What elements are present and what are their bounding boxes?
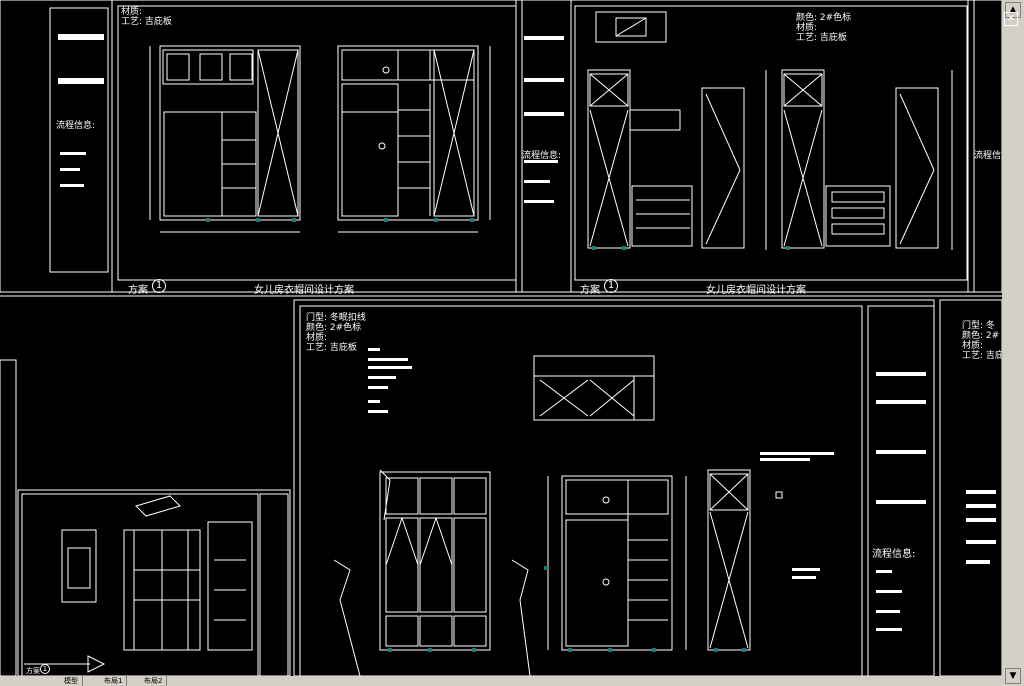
drawing-frame-bottom-mid — [299, 305, 863, 677]
top-left-flow-label: 流程信息: — [56, 121, 96, 131]
top-left-craft-label: 工艺: 吉庇板 — [121, 17, 172, 27]
top-mid-flow-label: 流程信息: — [522, 151, 562, 161]
bottom-mid-color-label: 颜色: 2#色标 — [306, 323, 362, 333]
sheet-border-top-far-left — [0, 0, 113, 293]
tab-layout-2[interactable]: 布局2 — [140, 676, 168, 686]
top-left-material-label: 材质: — [121, 7, 143, 17]
close-icon[interactable]: ✕ — [1004, 12, 1018, 26]
top-left-scheme-number: 1 — [152, 279, 166, 293]
top-right-flow-label: 流程信息: — [974, 151, 1014, 161]
tab-layout-1[interactable]: 布局1 — [100, 676, 128, 686]
top-right-scheme-number: 1 — [604, 279, 618, 293]
bottom-mid-material-label: 材质: — [306, 333, 328, 343]
scroll-down-arrow-icon[interactable]: ▼ — [1005, 668, 1021, 684]
bottom-left-scheme-label: 方案 — [26, 667, 40, 675]
sheet-info-column-bottom-mid — [867, 305, 935, 677]
bottom-right-craft-label: 工艺: 吉庇 — [962, 351, 1004, 361]
bottom-mid-flow-label: 流程信息: — [872, 549, 916, 560]
vertical-scrollbar[interactable]: ▲ ▼ — [1002, 0, 1024, 686]
sheet-info-column-top-mid — [515, 0, 572, 293]
sheet-info-column-top-right — [967, 0, 1003, 293]
tab-model[interactable]: 模型 — [60, 676, 83, 686]
sheet-border-top-right — [570, 0, 975, 293]
sheet-border-top-left — [111, 0, 523, 293]
top-right-sheet-title: 女儿房衣帽间设计方案 — [706, 285, 806, 296]
bottom-right-material-label: 材质: — [962, 341, 984, 351]
bottom-right-color-label: 颜色: 2# — [962, 331, 1000, 341]
top-left-sheet-title: 女儿房衣帽间设计方案 — [254, 285, 354, 296]
sheet-border-bottom-left — [17, 489, 291, 677]
top-right-material-label: 材质: — [796, 23, 818, 33]
bottom-left-scheme-number: 1 — [40, 664, 50, 674]
top-left-scheme-label: 方案 — [128, 285, 148, 296]
bottom-right-door-label: 门型: 冬 — [962, 321, 995, 331]
top-right-scheme-label: 方案 — [580, 285, 600, 296]
sheet-info-column-top-far-left — [49, 7, 109, 273]
layout-tab-bar: 模型 布局1 布局2 — [0, 676, 1002, 686]
bottom-mid-craft-label: 工艺: 吉庇板 — [306, 343, 357, 353]
drawing-frame-top-right — [574, 5, 968, 281]
bottom-mid-door-label: 门型: 冬眠扣线 — [306, 313, 366, 323]
top-right-color-label: 颜色: 2#色标 — [796, 13, 852, 23]
drawing-frame-bottom-left — [21, 493, 259, 677]
top-right-craft-label: 工艺: 吉庇板 — [796, 33, 847, 43]
